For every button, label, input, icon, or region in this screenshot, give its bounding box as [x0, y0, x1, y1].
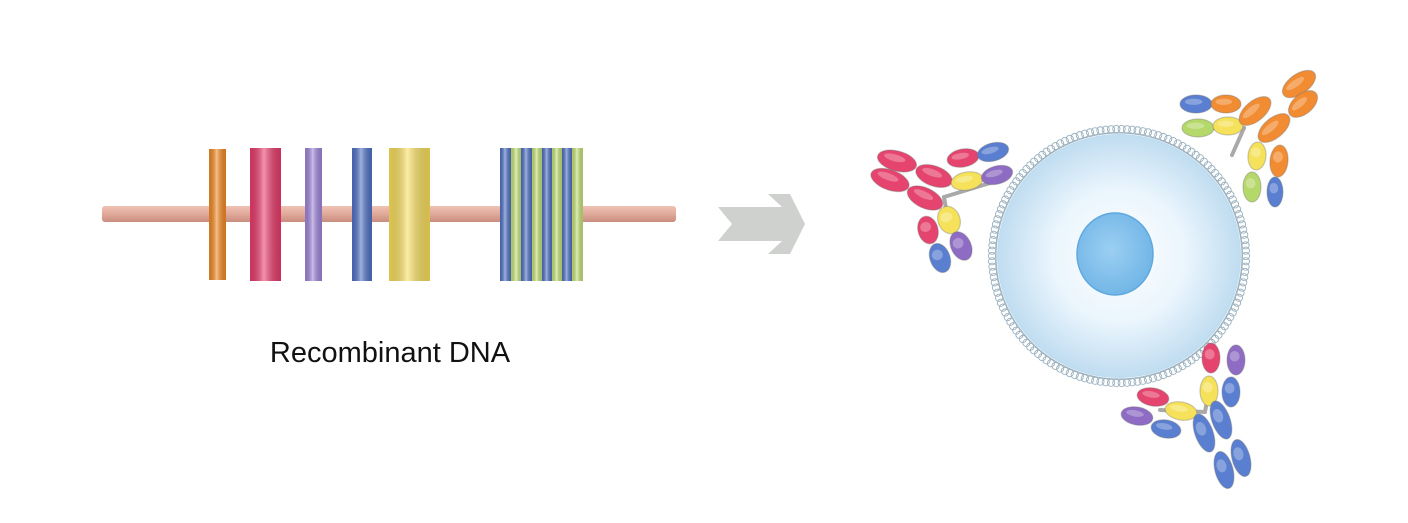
dna-segment-green	[511, 148, 522, 281]
dna-segment-green	[572, 148, 583, 281]
dna-segment-blue	[542, 148, 552, 281]
dna-segment-green	[552, 148, 562, 281]
antibody-domain-blue	[1209, 400, 1233, 440]
antibody-left	[870, 141, 1014, 274]
antibody-domain-purple	[1226, 344, 1246, 376]
cell-membrane	[987, 124, 1251, 388]
antibody-domain-blue	[1150, 419, 1182, 439]
dna-caption: Recombinant DNA	[269, 337, 511, 369]
antibody-domain-orange	[1257, 112, 1291, 144]
antibody-domain-red	[1201, 342, 1221, 374]
antibody-domain-blue	[1221, 376, 1241, 408]
antibody-domain-purple	[980, 164, 1014, 186]
antibody-domain-yellow	[1199, 375, 1219, 407]
antibody-domain-blue	[1266, 176, 1284, 208]
dna-segment-red	[250, 148, 281, 281]
antibody-domain-purple	[949, 231, 973, 261]
antibody-domain-red	[870, 167, 910, 193]
dna-segments	[209, 148, 583, 281]
cell-nucleus	[1076, 212, 1154, 296]
antibody-top-right	[1179, 69, 1319, 208]
dna-segment-blue	[562, 148, 572, 281]
antibody-domain-blue	[928, 242, 952, 274]
antibody-domain-red	[1136, 387, 1170, 407]
antibody-domain-purple	[1120, 406, 1154, 426]
antibody-domain-orange	[1210, 94, 1242, 114]
cell	[987, 124, 1251, 388]
antibody-domain-red	[906, 185, 944, 211]
dna-segment-orange	[209, 149, 226, 280]
dna-segment-blue	[521, 148, 532, 281]
antibody-bottom-right	[1120, 342, 1252, 490]
antibody-domain-blue	[1192, 413, 1216, 453]
antibody-domain-yellow	[1212, 116, 1244, 136]
dna-segment-blue	[352, 148, 372, 281]
antibody-domain-blue	[1230, 438, 1252, 478]
antibody-domain-red	[917, 215, 939, 245]
antibody-domain-red	[876, 149, 918, 173]
dna-segment-yellow	[389, 148, 430, 281]
antibody-domain-yellow	[1164, 401, 1198, 421]
antibody-domain-blue	[976, 141, 1010, 163]
dna-segment-purple	[305, 148, 322, 281]
antibody-domain-orange	[1269, 144, 1289, 178]
antibody-domain-blue	[1213, 450, 1235, 490]
antibody-domain-orange	[1287, 90, 1319, 118]
dna-segment-green	[532, 148, 542, 281]
dna-segment-blue	[500, 148, 511, 281]
arrow-right-icon	[718, 194, 805, 254]
antibody-domain-green	[1242, 171, 1262, 203]
antibody-domain-yellow	[1247, 141, 1267, 171]
antibody-domain-orange	[1238, 95, 1272, 127]
